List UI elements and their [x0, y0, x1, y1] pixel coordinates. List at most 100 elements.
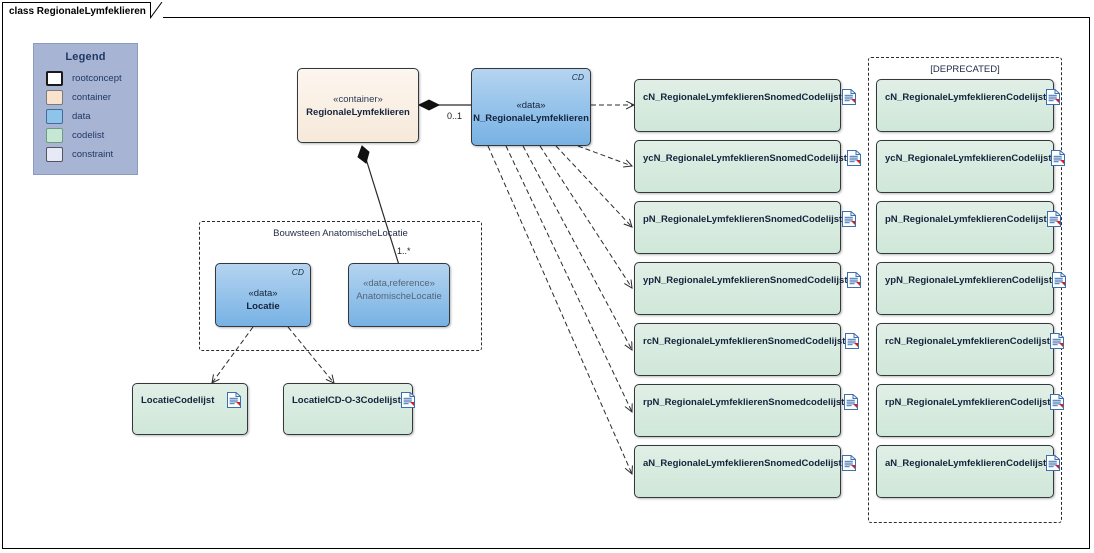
class-name: AnatomischeLocatie [356, 291, 442, 303]
codelist-header: LocatieCodelijst [133, 392, 247, 408]
legend-item-container: container [46, 88, 137, 107]
class-node-snomed-codelist[interactable]: pN_RegionaleLymfeklierenSnomedCodelijst [634, 201, 857, 254]
document-icon [1046, 455, 1061, 471]
class-name: Locatie [246, 300, 280, 312]
codelist-name: pN_RegionaleLymfeklierenSnomedCodelijst [643, 213, 843, 225]
group-bouwsteen-anatomischelocatie: Bouwsteen AnatomischeLocatie [199, 221, 482, 351]
group-deprecated: [DEPRECATED] [868, 57, 1062, 523]
class-node-snomed-codelist[interactable]: rcN_RegionaleLymfeklierenSnomedCodelijst [634, 323, 860, 376]
codelist-name: cN_RegionaleLymfeklierenSnomedCodelijst [643, 91, 842, 103]
codelist-header: ypN_RegionaleLymfeklierenCodelijst [877, 272, 1067, 288]
class-node-regionalelymfeklieren[interactable]: «container» RegionaleLymfeklieren [297, 68, 419, 143]
legend-item-data: data [46, 107, 137, 126]
legend-label: constraint [72, 149, 114, 160]
diagram-tab: class RegionaleLymfeklieren [2, 2, 151, 19]
diagram-tab-slant [150, 2, 166, 19]
document-icon [1046, 89, 1061, 105]
document-icon [841, 455, 856, 471]
class-node-snomed-codelist[interactable]: cN_RegionaleLymfeklierenSnomedCodelijst [634, 79, 856, 132]
class-node-snomed-codelist[interactable]: aN_RegionaleLymfeklierenSnomedCodelijst [634, 445, 856, 498]
document-icon [1046, 211, 1061, 227]
class-tag-cd: CD [291, 267, 304, 277]
legend-label: container [72, 92, 112, 103]
legend-items: rootconcept container data codelist constrai… [34, 69, 137, 164]
codelist-header: rpN_RegionaleLymfeklierenCodelijst [877, 394, 1065, 410]
legend-swatch-rootconcept [46, 71, 63, 86]
document-icon [227, 392, 241, 408]
class-node-locatie-codelist[interactable]: LocatieCodelijst [132, 383, 248, 435]
class-name: N_RegionaleLymfeklieren [473, 112, 589, 124]
document-icon [847, 272, 862, 288]
codelist-name: rcN_RegionaleLymfeklierenSnomedCodelijst [643, 335, 846, 347]
class-node-deprecated-codelist[interactable]: pN_RegionaleLymfeklierenCodelijst [876, 201, 1061, 254]
group-title: Bouwsteen AnatomischeLocatie [273, 228, 408, 239]
codelist-header: ycN_RegionaleLymfeklierenCodelijst [877, 150, 1066, 166]
codelist-header: rcN_RegionaleLymfeklierenSnomedCodelijst [635, 333, 860, 349]
codelist-header: aN_RegionaleLymfeklierenCodelijst [877, 455, 1061, 471]
document-icon [845, 333, 860, 349]
group-title: [DEPRECATED] [930, 64, 1000, 75]
legend-swatch-container [46, 90, 63, 105]
codelist-name: cN_RegionaleLymfeklierenCodelijst [885, 91, 1047, 103]
class-node-snomed-codelist[interactable]: ycN_RegionaleLymfeklierenSnomedCodelijst [634, 140, 861, 193]
class-node-deprecated-codelist[interactable]: ypN_RegionaleLymfeklierenCodelijst [876, 262, 1067, 315]
codelist-header: rpN_RegionaleLymfeklierenSnomedcodelijst [635, 394, 859, 410]
diagram-tab-label: class RegionaleLymfeklieren [9, 5, 146, 17]
codelist-header: cN_RegionaleLymfeklierenCodelijst [877, 89, 1061, 105]
codelist-header: pN_RegionaleLymfeklierenSnomedCodelijst [635, 211, 857, 227]
legend-swatch-constraint [46, 147, 63, 162]
diagram-frame [2, 17, 1090, 549]
codelist-name: rpN_RegionaleLymfeklierenSnomedcodelijst [643, 396, 845, 408]
legend-swatch-codelist [46, 128, 63, 143]
codelist-name: ypN_RegionaleLymfeklierenSnomedCodelijst [643, 274, 848, 286]
document-icon [1052, 272, 1067, 288]
document-icon [844, 394, 859, 410]
legend-label: codelist [72, 130, 105, 141]
codelist-name: aN_RegionaleLymfeklierenSnomedCodelijst [643, 457, 842, 469]
legend-item-rootconcept: rootconcept [46, 69, 137, 88]
class-node-snomed-codelist[interactable]: rpN_RegionaleLymfeklierenSnomedcodelijst [634, 384, 859, 437]
class-node-n-regionalelymfeklieren[interactable]: CD «data» N_RegionaleLymfeklieren [471, 68, 591, 146]
codelist-header: ypN_RegionaleLymfeklierenSnomedCodelijst [635, 272, 862, 288]
class-stereotype: «data,reference» [363, 278, 435, 290]
legend-swatch-data [46, 109, 63, 124]
document-icon [841, 89, 856, 105]
document-icon [846, 150, 861, 166]
class-node-anatomischelocatie[interactable]: «data,reference» AnatomischeLocatie [348, 263, 450, 327]
codelist-name: rcN_RegionaleLymfeklierenCodelijst [885, 335, 1050, 347]
codelist-name: LocatieICD-O-3Codelijst [292, 394, 401, 406]
legend-label: rootconcept [72, 73, 122, 84]
codelist-header: LocatieICD-O-3Codelijst [284, 392, 415, 408]
codelist-header: pN_RegionaleLymfeklierenCodelijst [877, 211, 1061, 227]
class-node-deprecated-codelist[interactable]: cN_RegionaleLymfeklierenCodelijst [876, 79, 1061, 132]
codelist-header: aN_RegionaleLymfeklierenSnomedCodelijst [635, 455, 856, 471]
codelist-name: aN_RegionaleLymfeklierenCodelijst [885, 457, 1047, 469]
codelist-name: ycN_RegionaleLymfeklierenCodelijst [885, 152, 1052, 164]
class-tag-cd: CD [571, 72, 584, 82]
class-node-locatie[interactable]: CD «data» Locatie [215, 263, 311, 327]
document-icon [400, 392, 415, 408]
class-node-locatie-codelist[interactable]: LocatieICD-O-3Codelijst [283, 383, 415, 435]
codelist-header: rcN_RegionaleLymfeklierenCodelijst [877, 333, 1064, 349]
class-node-deprecated-codelist[interactable]: aN_RegionaleLymfeklierenCodelijst [876, 445, 1061, 498]
codelist-name: ypN_RegionaleLymfeklierenCodelijst [885, 274, 1053, 286]
class-name: RegionaleLymfeklieren [306, 106, 410, 118]
class-stereotype: «data» [516, 99, 546, 111]
class-stereotype: «container» [333, 93, 383, 105]
codelist-name: LocatieCodelijst [141, 394, 215, 406]
multiplicity-container-data: 0..1 [447, 111, 463, 121]
class-node-deprecated-codelist[interactable]: ycN_RegionaleLymfeklierenCodelijst [876, 140, 1066, 193]
multiplicity-container-anatomische: 1..* [397, 246, 411, 256]
codelist-name: ycN_RegionaleLymfeklierenSnomedCodelijst [643, 152, 847, 164]
class-node-deprecated-codelist[interactable]: rpN_RegionaleLymfeklierenCodelijst [876, 384, 1065, 437]
codelist-name: rpN_RegionaleLymfeklierenCodelijst [885, 396, 1051, 408]
document-icon [842, 211, 857, 227]
class-node-snomed-codelist[interactable]: ypN_RegionaleLymfeklierenSnomedCodelijst [634, 262, 862, 315]
codelist-header: cN_RegionaleLymfeklierenSnomedCodelijst [635, 89, 856, 105]
class-node-deprecated-codelist[interactable]: rcN_RegionaleLymfeklierenCodelijst [876, 323, 1064, 376]
document-icon [1050, 394, 1065, 410]
codelist-header: ycN_RegionaleLymfeklierenSnomedCodelijst [635, 150, 861, 166]
document-icon [1051, 150, 1066, 166]
